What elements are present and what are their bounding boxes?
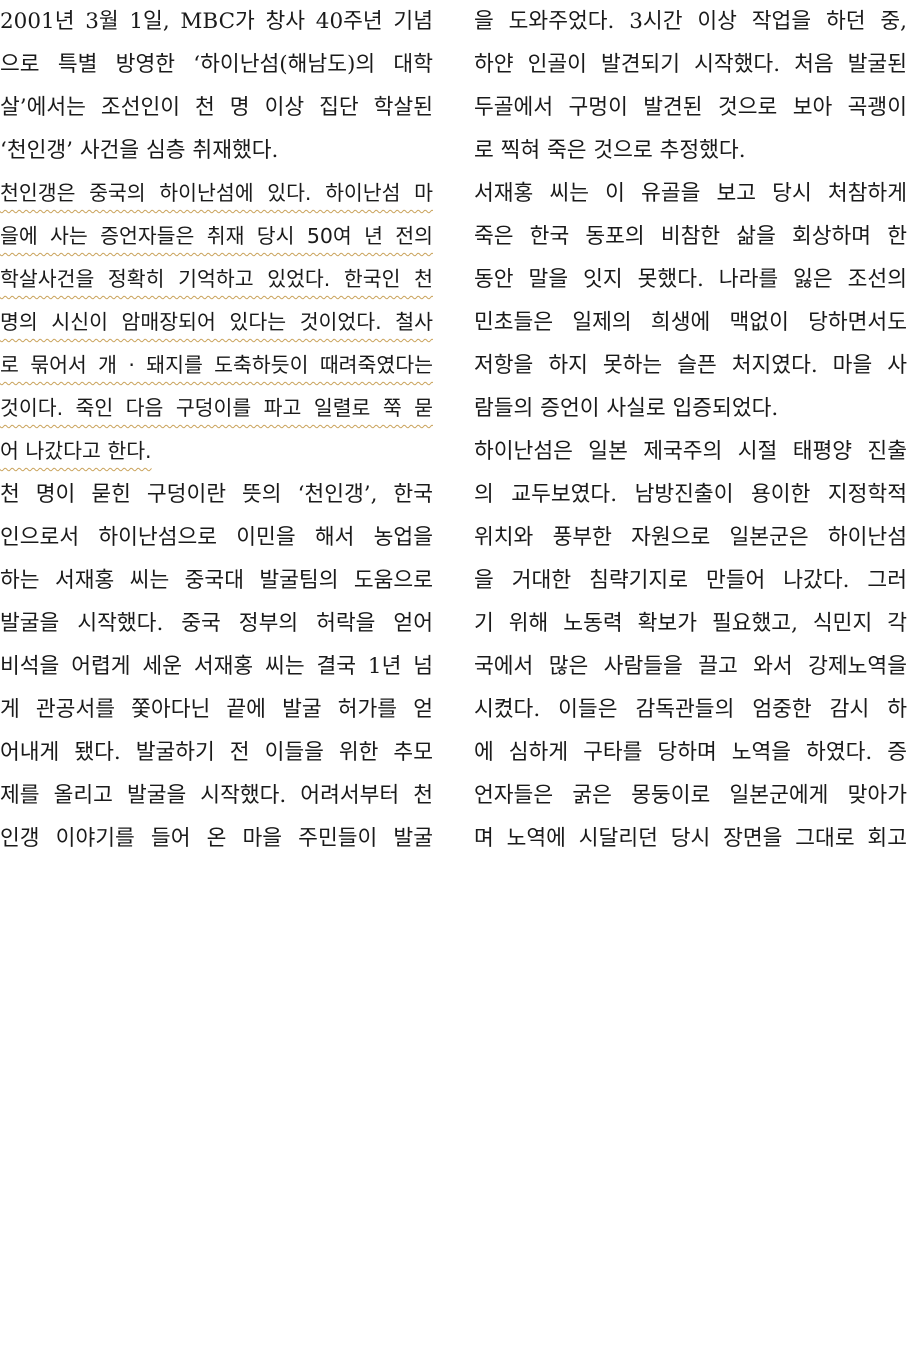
text-line: 언자들은 굵은 몽둥이로 일본군에게 맞아가 xyxy=(474,783,907,808)
text-line: 으로 특별 방영한 ‘하이난섬(해남도)의 대학 xyxy=(0,52,433,77)
text-line: 람들의 증언이 사실로 입증되었다. xyxy=(474,396,779,421)
text-line: 민초들은 일제의 희생에 맥없이 당하면서도 xyxy=(474,310,907,335)
text-line: 학살사건을 정확히 기억하고 있었다. 한국인 천 xyxy=(0,267,433,291)
text-line: 에 심하게 구타를 당하며 노역을 하였다. 증 xyxy=(474,740,907,765)
text-line: 인으로서 하이난섬으로 이민을 해서 농업을 xyxy=(0,525,433,550)
text-line: 천 명이 묻힌 구덩이란 뜻의 ‘천인갱’, 한국 xyxy=(0,482,433,507)
left-column: 2001년 3월 1일, MBC가 창사 40주년 기념 으로 특별 방영한 ‘… xyxy=(0,0,433,860)
text-line: 명의 시신이 암매장되어 있다는 것이었다. 철사 xyxy=(0,310,433,334)
text-line: 두골에서 구멍이 발견된 것으로 보아 곡괭이 xyxy=(474,95,907,120)
paragraph-broadcast-intro: 2001년 3월 1일, MBC가 창사 40주년 기념 으로 특별 방영한 ‘… xyxy=(0,0,433,172)
text-line: 하는 서재홍 씨는 중국대 발굴팀의 도움으로 xyxy=(0,568,433,593)
text-line: 로 찍혀 죽은 것으로 추정했다. xyxy=(474,138,746,163)
text-line: 국에서 많은 사람들을 끌고 와서 강제노역을 xyxy=(474,654,907,679)
text-line: ‘천인갱’ 사건을 심층 취재했다. xyxy=(0,138,279,163)
text-line: 천인갱은 중국의 하이난섬에 있다. 하이난섬 마 xyxy=(0,181,433,205)
text-line: 의 교두보였다. 남방진출이 용이한 지정학적 xyxy=(474,482,907,507)
text-line: 을에 사는 증언자들은 취재 당시 50여 년 전의 xyxy=(0,224,433,248)
right-column: 을 도와주었다. 3시간 이상 작업을 하던 중, 하얀 인골이 발견되기 시작… xyxy=(474,0,907,860)
text-line: 것이다. 죽인 다음 구덩이를 파고 일렬로 쭉 묻 xyxy=(0,396,433,420)
text-line: 어내게 됐다. 발굴하기 전 이들을 위한 추모 xyxy=(0,740,433,765)
text-line: 죽은 한국 동포의 비참한 삶을 회상하며 한 xyxy=(474,224,907,249)
paragraph-recollection: 서재홍 씨는 이 유골을 보고 당시 처참하게 죽은 한국 동포의 비참한 삶을… xyxy=(474,172,907,430)
paragraph-excavation-start: 천 명이 묻힌 구덩이란 뜻의 ‘천인갱’, 한국 인으로서 하이난섬으로 이민… xyxy=(0,473,433,860)
text-line: 기 위해 노동력 확보가 필요했고, 식민지 각 xyxy=(474,611,907,636)
text-line: 서재홍 씨는 이 유골을 보고 당시 처참하게 xyxy=(474,181,907,206)
text-line: 로 묶어서 개 · 돼지를 도축하듯이 때려죽였다는 xyxy=(0,353,433,377)
text-line: 을 거대한 침략기지로 만들어 나갔다. 그러 xyxy=(474,568,907,593)
text-line: 발굴을 시작했다. 중국 정부의 허락을 얻어 xyxy=(0,611,433,636)
text-line: 며 노역에 시달리던 당시 장면을 그대로 회고 xyxy=(474,826,907,851)
text-line: 어 나갔다고 한다. xyxy=(0,439,152,463)
text-line: 하이난섬은 일본 제국주의 시절 태평양 진출 xyxy=(474,439,907,464)
paragraph-hainan-history: 하이난섬은 일본 제국주의 시절 태평양 진출 의 교두보였다. 남방진출이 용… xyxy=(474,430,907,860)
text-line: 저항을 하지 못하는 슬픈 처지였다. 마을 사 xyxy=(474,353,907,378)
text-line: 2001년 3월 1일, MBC가 창사 40주년 기념 xyxy=(0,9,433,34)
text-line: 동안 말을 잇지 못했다. 나라를 잃은 조선의 xyxy=(474,267,907,292)
text-line: 게 관공서를 쫓아다닌 끝에 발굴 허가를 얻 xyxy=(0,697,433,722)
text-line: 인갱 이야기를 들어 온 마을 주민들이 발굴 xyxy=(0,826,433,851)
text-line: 하얀 인골이 발견되기 시작했다. 처음 발굴된 xyxy=(474,52,907,77)
text-line: 시켰다. 이들은 감독관들의 엄중한 감시 하 xyxy=(474,697,907,722)
text-line: 을 도와주었다. 3시간 이상 작업을 하던 중, xyxy=(474,9,907,34)
paragraph-highlighted-testimony: 천인갱은 중국의 하이난섬에 있다. 하이난섬 마 을에 사는 증언자들은 취재… xyxy=(0,172,433,473)
text-line: 제를 올리고 발굴을 시작했다. 어려서부터 천 xyxy=(0,783,433,808)
text-line: 위치와 풍부한 자원으로 일본군은 하이난섬 xyxy=(474,525,907,550)
text-line: 비석을 어렵게 세운 서재홍 씨는 결국 1년 넘 xyxy=(0,654,433,679)
text-line: 살’에서는 조선인이 천 명 이상 집단 학살된 xyxy=(0,95,433,120)
paragraph-bones-found: 을 도와주었다. 3시간 이상 작업을 하던 중, 하얀 인골이 발견되기 시작… xyxy=(474,0,907,172)
